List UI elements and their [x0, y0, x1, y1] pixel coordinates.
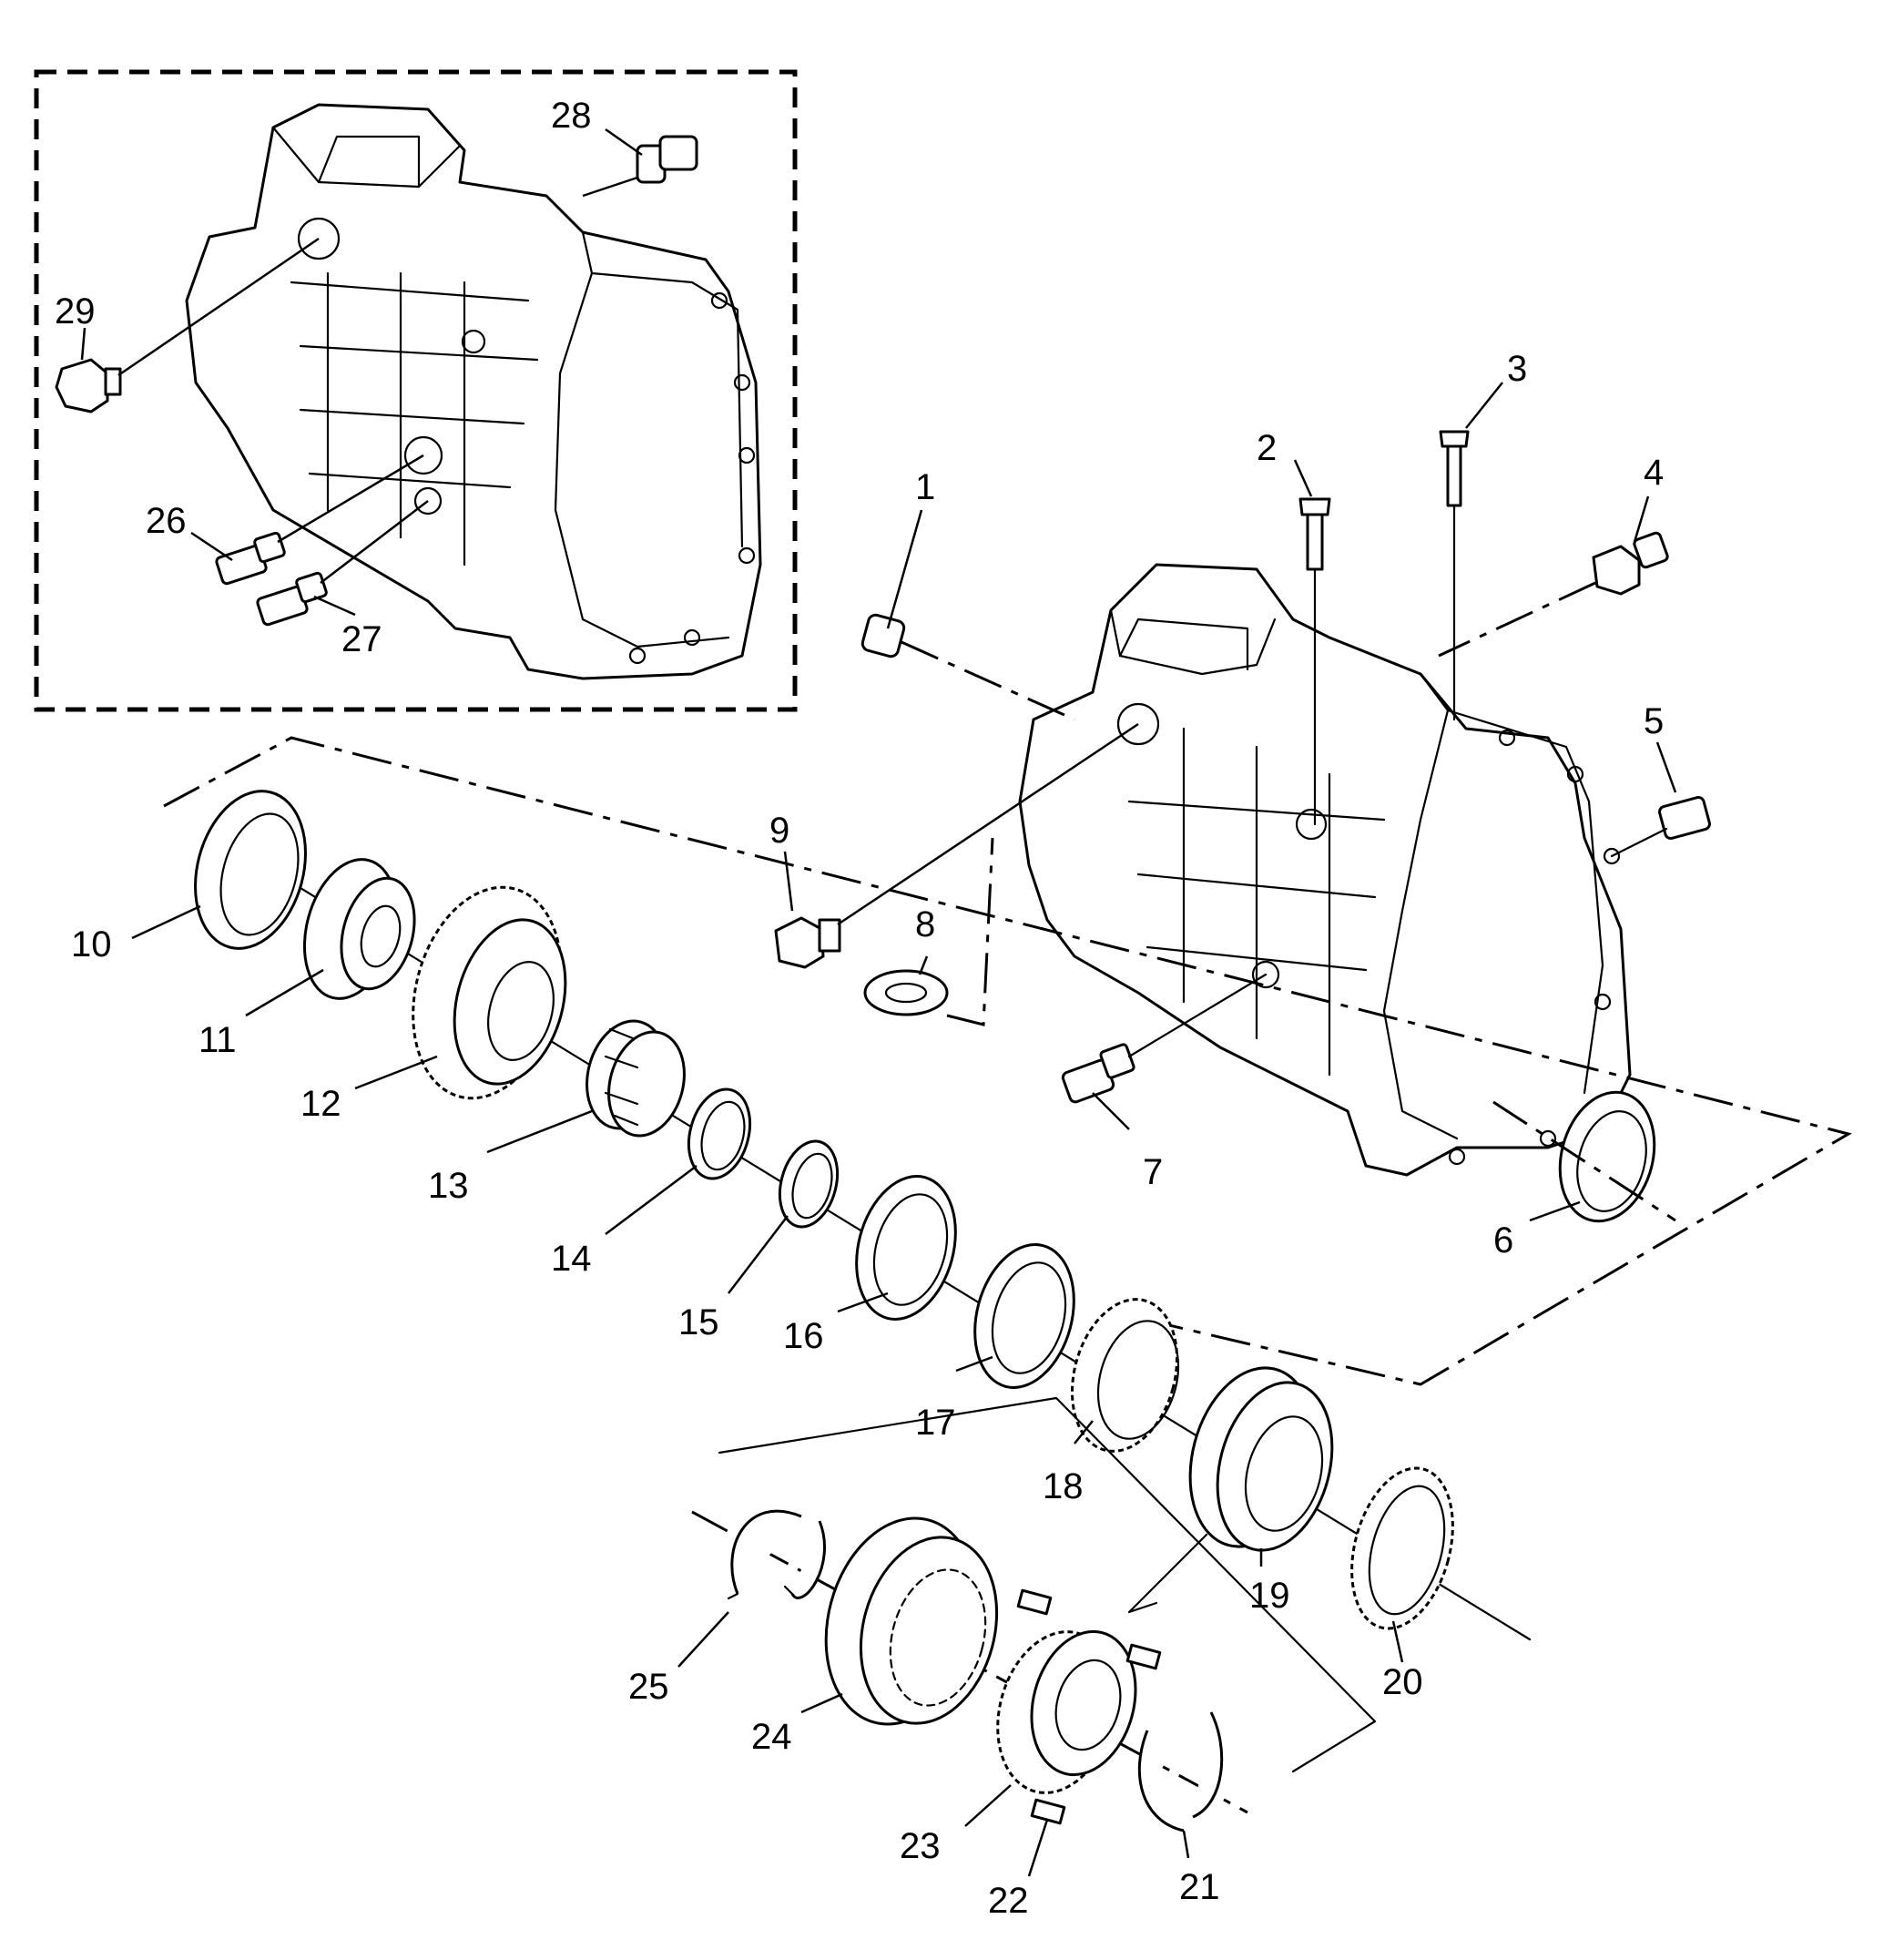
callout-14: 14 — [551, 1239, 592, 1279]
part-6-seal — [1492, 1090, 1676, 1223]
callout-2: 2 — [1257, 428, 1277, 468]
callout-24: 24 — [751, 1717, 792, 1757]
part-21-snap-ring — [1137, 1711, 1224, 1832]
part-28-sensor — [582, 135, 698, 198]
part-13-needle-bearing — [586, 1019, 686, 1138]
part-29-plug — [55, 237, 320, 413]
part-22-keys — [1016, 1588, 1162, 1825]
part-26-switch — [215, 454, 424, 586]
part-10-race — [194, 790, 307, 950]
callout-20: 20 — [1382, 1662, 1423, 1702]
callout-21: 21 — [1179, 1867, 1220, 1907]
part-8-washer — [863, 837, 994, 1026]
callout-6: 6 — [1493, 1220, 1513, 1261]
part-17-synchro-ring — [973, 1243, 1075, 1389]
callout-8: 8 — [915, 904, 935, 944]
part-2-bolt — [1298, 497, 1331, 826]
inset-transmission-case — [185, 103, 762, 680]
callout-15: 15 — [678, 1302, 719, 1342]
callout-18: 18 — [1043, 1466, 1084, 1506]
callout-23: 23 — [900, 1826, 941, 1866]
callout-3: 3 — [1507, 349, 1527, 389]
part-15-snap-ring — [778, 1139, 840, 1229]
callout-22: 22 — [988, 1881, 1029, 1921]
callout-4: 4 — [1644, 453, 1664, 493]
part-12-gear — [412, 885, 567, 1100]
callout-26: 26 — [146, 501, 187, 541]
part-3-bolt — [1439, 430, 1470, 721]
synchronizer-assembly — [691, 1396, 1377, 1832]
part-1-dowel — [860, 613, 1075, 721]
part-24-sleeve — [824, 1516, 999, 1726]
inset-case-view — [34, 69, 798, 712]
part-27-switch — [256, 500, 429, 627]
callout-7: 7 — [1143, 1152, 1163, 1192]
callout-13: 13 — [428, 1166, 469, 1206]
callout-9: 9 — [769, 811, 789, 851]
callout-5: 5 — [1644, 701, 1664, 741]
gear-train-assembly — [163, 736, 1852, 1641]
part-23-hub — [996, 1629, 1137, 1794]
callout-25: 25 — [628, 1667, 669, 1707]
main-transmission-case — [1018, 563, 1632, 1177]
callout-11: 11 — [199, 1020, 237, 1060]
callout-10: 10 — [71, 924, 112, 965]
inset-dashed-border — [34, 69, 798, 712]
callout-19: 19 — [1249, 1576, 1290, 1616]
part-25-snap-ring — [727, 1509, 826, 1600]
part-5-plug — [1610, 795, 1711, 858]
callout-17: 17 — [915, 1403, 956, 1443]
part-4-switch — [1438, 531, 1669, 658]
callout-16: 16 — [783, 1316, 824, 1356]
part-14-snap-ring — [687, 1087, 752, 1180]
part-16-synchro-ring — [855, 1175, 957, 1321]
part-19-synchro-sleeve — [1127, 1366, 1334, 1614]
callout-27: 27 — [341, 619, 382, 659]
callout-12: 12 — [300, 1084, 341, 1124]
part-7-switch — [1061, 973, 1268, 1104]
callout-1: 1 — [915, 467, 935, 507]
callout-29: 29 — [55, 291, 96, 332]
callout-leaders — [80, 128, 1677, 1877]
part-18-gear-ring — [1070, 1298, 1180, 1453]
part-9-plug — [774, 722, 1139, 969]
callout-28: 28 — [551, 96, 592, 136]
callout-labels: 1 2 3 4 5 6 7 8 9 10 11 12 13 14 15 16 1… — [55, 96, 1664, 1921]
part-20-blocker-ring — [1350, 1466, 1454, 1630]
part-11-bearing — [302, 858, 416, 1000]
